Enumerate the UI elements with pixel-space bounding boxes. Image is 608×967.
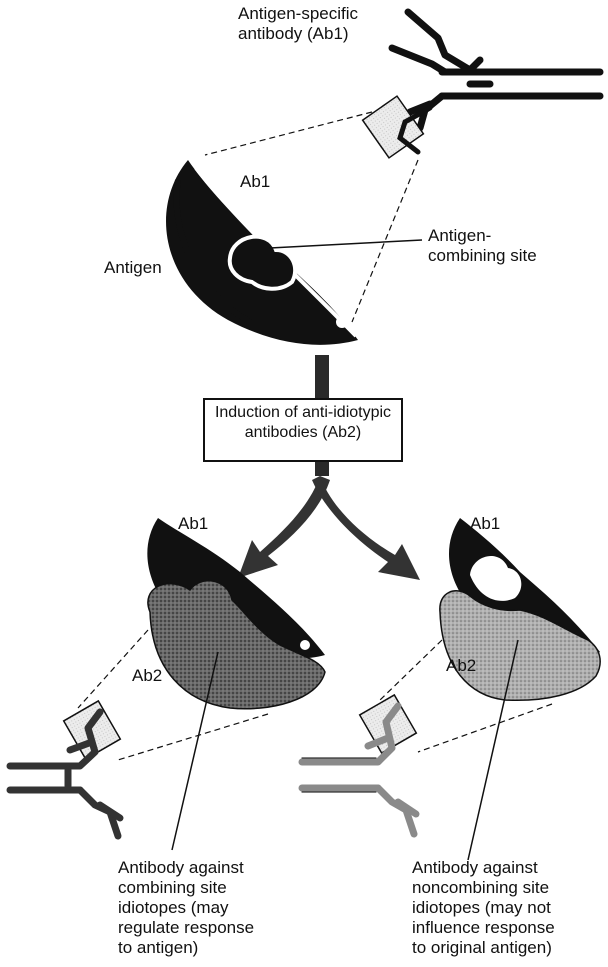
site-label-line1: Antigen- bbox=[428, 226, 537, 246]
left-branch-arrow bbox=[238, 476, 330, 578]
left-caption-line: Antibody against bbox=[118, 858, 254, 878]
right-ab2-label: Ab2 bbox=[446, 656, 476, 676]
left-caption-line: to antigen) bbox=[118, 938, 254, 958]
left-ab2-label: Ab2 bbox=[132, 666, 162, 686]
right-caption-line: Antibody against bbox=[412, 858, 555, 878]
main-antigen-label: Antigen bbox=[104, 258, 162, 278]
combining-site-label: Antigen- combining site bbox=[428, 226, 537, 266]
top-antibody-label: Antigen-specific antibody (Ab1) bbox=[238, 4, 358, 44]
left-caption-line: idiotopes (may bbox=[118, 898, 254, 918]
right-ab1-label: Ab1 bbox=[470, 514, 500, 534]
left-ab1-label: Ab1 bbox=[178, 514, 208, 534]
left-caption: Antibody against combining site idiotope… bbox=[118, 858, 254, 958]
top-antibody-icon bbox=[392, 12, 600, 138]
right-caption-line: noncombining site bbox=[412, 878, 555, 898]
top-label-line2: antibody (Ab1) bbox=[238, 24, 358, 44]
induction-box: Induction of anti-idiotypic antibodies (… bbox=[203, 398, 403, 462]
right-branch-arrow bbox=[312, 476, 420, 580]
top-label-line1: Antigen-specific bbox=[238, 4, 358, 24]
induction-line2: antibodies (Ab2) bbox=[205, 423, 401, 443]
right-caption: Antibody against noncombining site idiot… bbox=[412, 858, 555, 958]
right-caption-line: idiotopes (may not bbox=[412, 898, 555, 918]
left-caption-line: regulate response bbox=[118, 918, 254, 938]
site-pointer-line bbox=[270, 240, 422, 248]
main-ab1-label: Ab1 bbox=[240, 172, 270, 192]
left-caption-line: combining site bbox=[118, 878, 254, 898]
right-caption-line: to original antigen) bbox=[412, 938, 555, 958]
induction-line1: Induction of anti-idiotypic bbox=[205, 403, 401, 423]
right-caption-line: influence response bbox=[412, 918, 555, 938]
site-label-line2: combining site bbox=[428, 246, 537, 266]
